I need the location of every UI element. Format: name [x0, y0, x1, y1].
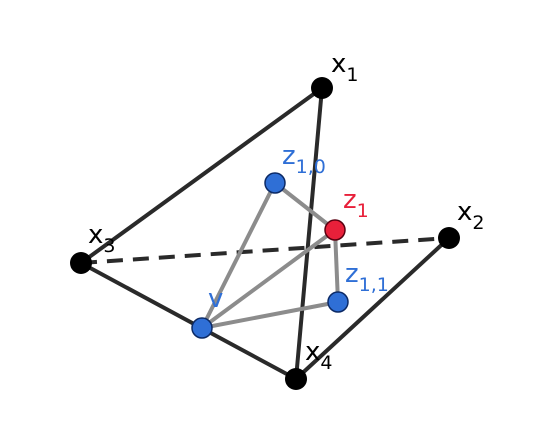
vertex-x2 [438, 227, 460, 249]
edge-x4-x2 [294, 236, 451, 381]
inner-edge-z10-z1 [273, 181, 337, 232]
label-x2: x2 [457, 197, 484, 234]
edge-x3-x4 [79, 261, 298, 381]
label-x1: x1 [331, 49, 358, 86]
edge-x3-x1 [79, 86, 324, 265]
edge-x3-x2-dashed [80, 236, 450, 265]
node-z1 [324, 219, 346, 241]
inner-edge-v-z1 [200, 228, 337, 330]
node-z10 [264, 172, 286, 194]
inner-edge-v-z11 [200, 300, 340, 330]
label-v: v [208, 284, 223, 314]
inner-edge-v-z10 [200, 181, 277, 330]
node-v [191, 317, 213, 339]
label-x4: x4 [305, 337, 332, 374]
label-z1: z1 [343, 185, 369, 222]
label-z11: z1,1 [345, 259, 389, 296]
vertex-x4 [285, 368, 307, 390]
inner-edge-z1-z11 [333, 228, 340, 304]
label-x3: x3 [88, 220, 115, 257]
label-z10: z1,0 [282, 141, 326, 178]
vertex-x1 [311, 77, 333, 99]
vertex-x3 [70, 252, 92, 274]
node-z11 [327, 291, 349, 313]
edge-x1-x4 [294, 86, 324, 381]
